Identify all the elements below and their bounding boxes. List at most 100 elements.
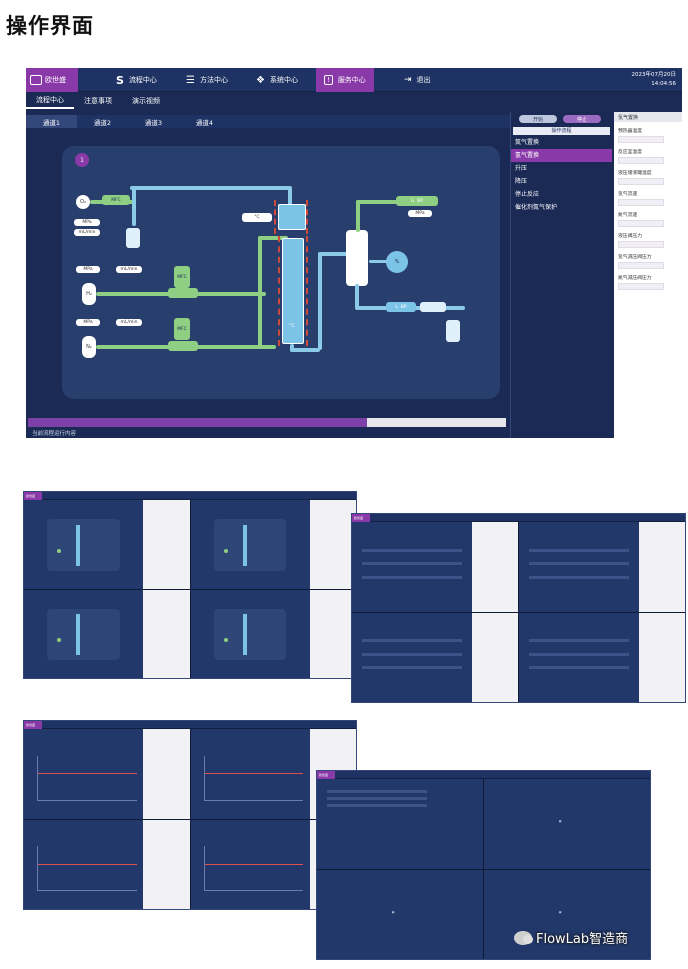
- date-text: 2023年07月20日: [631, 72, 677, 78]
- page-heading: 操作界面: [6, 14, 94, 38]
- tab-notes[interactable]: 注意事项: [84, 97, 112, 105]
- param-label: 氮气减压阀压力: [618, 276, 652, 281]
- nav-service-center[interactable]: ! 服务中心: [316, 68, 374, 92]
- alert-icon: !: [324, 75, 333, 85]
- brand-name: 欧世盛: [45, 76, 66, 84]
- start-button[interactable]: 开始: [519, 115, 557, 123]
- top-bar: 欧世盛 S 流程中心 ☰ 方法中心 ❖ 系统中心 ! 服务中心 ⇥ 退出 202…: [26, 68, 682, 92]
- level-pump: %: [386, 251, 408, 273]
- nav-method-center[interactable]: ☰ 方法中心: [186, 68, 228, 92]
- reactor-inlet-pipe: [288, 186, 292, 210]
- step-item-selected[interactable]: 氢气置换: [511, 149, 612, 162]
- param-label: 液压阀压力: [618, 234, 642, 239]
- h2-pressure-display: MPa: [76, 266, 100, 273]
- gas-to-reactor-pipe: [258, 236, 288, 240]
- o2-flow-display: mL/min: [74, 229, 100, 236]
- step-item[interactable]: 催化剂氮气保护: [515, 204, 558, 211]
- h2-mfc: MFC: [174, 266, 190, 288]
- gas-outlet-riser: [356, 200, 360, 232]
- channel-tabs: 通道1 通道2 通道3 通道4: [26, 115, 510, 128]
- tab-video[interactable]: 演示视频: [132, 97, 160, 105]
- nav-label: 流程中心: [128, 76, 157, 84]
- param-input[interactable]: [618, 178, 664, 185]
- watermark: FlowLab智造商: [514, 928, 628, 947]
- preheater-temp-display: °C: [242, 213, 272, 222]
- param-input[interactable]: [618, 199, 664, 206]
- process-header: 操作流程: [513, 127, 610, 135]
- thumbnail-trends-4ch: 欧世盛: [23, 720, 357, 910]
- drop-pipe: [132, 186, 136, 226]
- separator-inlet-pipe: [318, 252, 348, 256]
- top-pipe: [130, 186, 290, 190]
- thumbnail-params-4ch: 欧世盛: [351, 513, 686, 703]
- n2-valve: [168, 341, 198, 351]
- h2-flow-display: mL/min: [116, 266, 142, 273]
- gas-outlet-pipe: [356, 200, 398, 204]
- n2-mfc: MFC: [174, 318, 190, 340]
- thumb-logo: 欧世盛: [317, 771, 335, 779]
- s-curve-icon: S: [116, 73, 124, 87]
- tab-channel-1[interactable]: 通道1: [26, 115, 77, 128]
- step-item[interactable]: 升压: [515, 165, 528, 172]
- parameter-panel: 氢气置换 预热器温度 反应釜温度 液压储液罐温度 氢气流速 氮气流速 液压阀压力…: [614, 112, 682, 438]
- tab-channel-2[interactable]: 通道2: [93, 118, 112, 127]
- thumb-logo: 欧世盛: [24, 492, 42, 500]
- collection-bottle: [126, 228, 140, 248]
- gas-back-pressure-valve: G. BP: [396, 196, 438, 206]
- thumbnail-data-4ch: 欧世盛 ▣ ▣ ▣: [316, 770, 651, 960]
- main-screenshot: 欧世盛 S 流程中心 ☰ 方法中心 ❖ 系统中心 ! 服务中心 ⇥ 退出 202…: [26, 68, 682, 438]
- gas-riser-pipe: [258, 236, 262, 348]
- liquid-collection-bottle: [446, 320, 460, 342]
- nav-label: 系统中心: [269, 76, 298, 84]
- n2-cylinder: N₂: [82, 336, 96, 358]
- progress-fill: [28, 418, 368, 427]
- param-input[interactable]: [618, 262, 664, 269]
- tab-channel-3[interactable]: 通道3: [144, 118, 163, 127]
- param-input[interactable]: [618, 136, 664, 143]
- heater-coil-right: [306, 200, 308, 234]
- param-label: 氢气减压阀压力: [618, 255, 652, 260]
- gbp-pressure-display: MPa: [408, 210, 432, 217]
- cluster-icon: ❖: [256, 74, 265, 86]
- o2-cylinder: O₂: [76, 195, 90, 209]
- time-text: 14:04:56: [651, 81, 676, 87]
- exit-icon: ⇥: [404, 75, 412, 85]
- gas-liquid-separator: [346, 230, 368, 286]
- nav-label: 退出: [416, 76, 431, 84]
- reactor-heater-left: [278, 236, 280, 346]
- reactor-temp-label: °C: [289, 323, 295, 329]
- step-item[interactable]: 氮气置换: [515, 139, 540, 146]
- outlet-pipe: [290, 348, 320, 352]
- param-label: 氮气流速: [618, 213, 638, 218]
- process-panel: 开始 停止 操作流程 氮气置换 氢气置换 升压 降压 停止反应 催化剂氮气保护: [510, 112, 612, 438]
- nav-exit[interactable]: ⇥ 退出: [404, 68, 431, 92]
- heater-coil-left: [274, 200, 276, 234]
- stop-button[interactable]: 停止: [563, 115, 601, 123]
- pump-pipe: [369, 260, 387, 263]
- thumbnail-flow-4ch: 欧世盛: [23, 491, 357, 679]
- watermark-text: FlowLab智造商: [536, 932, 629, 947]
- preheater: [278, 204, 306, 230]
- param-input[interactable]: [618, 157, 664, 164]
- nav-label: 方法中心: [199, 76, 228, 84]
- param-input[interactable]: [618, 220, 664, 227]
- tab-channel-4[interactable]: 通道4: [195, 118, 214, 127]
- h2-valve: [168, 288, 198, 298]
- tab-process[interactable]: 流程中心: [26, 93, 74, 109]
- to-separator-pipe: [318, 252, 322, 350]
- o2-mfc: MFC: [102, 195, 130, 205]
- param-label: 反应釜温度: [618, 150, 642, 155]
- nav-process-center[interactable]: S 流程中心: [116, 68, 157, 92]
- brand-logo[interactable]: 欧世盛: [26, 68, 78, 92]
- step-item[interactable]: 降压: [515, 178, 528, 185]
- thumb-logo: 欧世盛: [24, 721, 42, 729]
- liquid-back-pressure-valve: L. BP: [386, 302, 416, 312]
- parameter-header: 氢气置换: [614, 112, 682, 122]
- list-icon: ☰: [186, 74, 195, 86]
- param-input[interactable]: [618, 241, 664, 248]
- param-label: 液压储液罐温度: [618, 171, 652, 176]
- param-input[interactable]: [618, 283, 664, 290]
- nav-system-center[interactable]: ❖ 系统中心: [256, 68, 298, 92]
- step-item[interactable]: 停止反应: [515, 191, 540, 198]
- param-label: 预热器温度: [618, 129, 642, 134]
